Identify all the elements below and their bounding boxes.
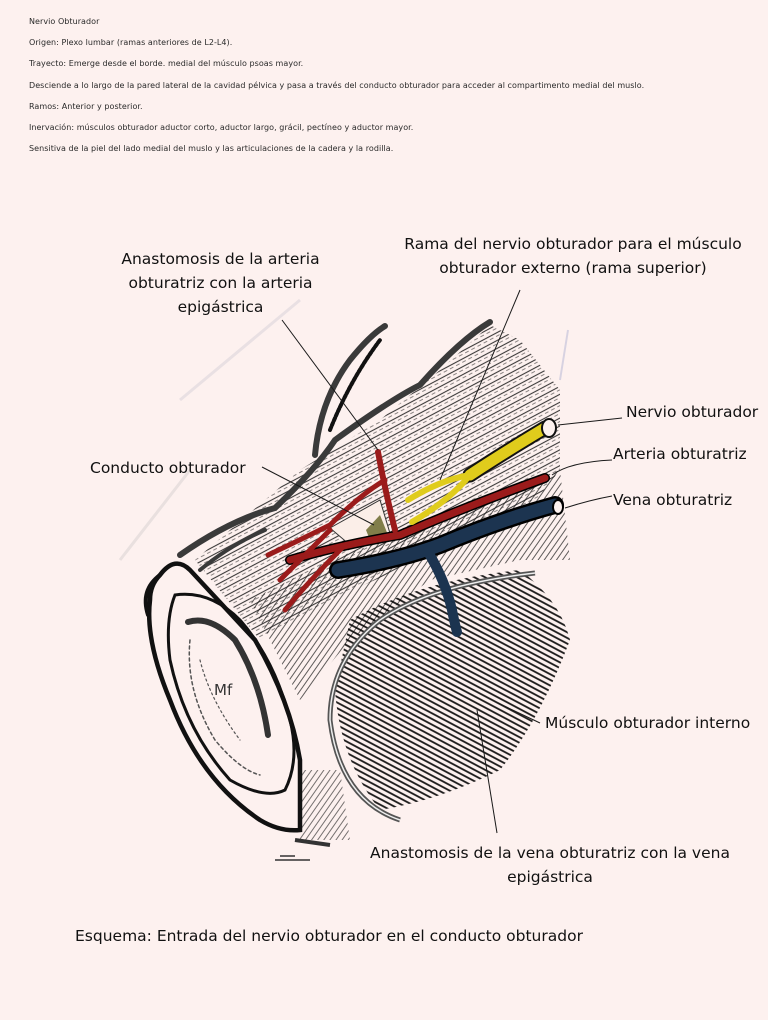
scale-mark	[275, 855, 310, 861]
figure-caption: Esquema: Entrada del nervio obturador en…	[75, 927, 583, 945]
pubic-outline	[177, 319, 493, 572]
obturator-artery	[265, 449, 550, 613]
note-sensitiva: Sensitiva de la piel del lado medial del…	[29, 144, 394, 153]
note-trayecto: Trayecto: Emerge desde el borde. medial …	[29, 59, 304, 68]
leader-musculo	[497, 702, 541, 724]
label-conducto: Conducto obturador	[90, 459, 246, 477]
note-desciende: Desciende a lo largo de la pared lateral…	[29, 81, 645, 90]
leader-conducto	[261, 466, 375, 526]
label-rama-nervio: Rama del nervio obturador para el múscul…	[398, 232, 748, 280]
leader-arteria	[551, 459, 613, 476]
femur-section	[143, 561, 303, 833]
leader-rama-nervio	[439, 289, 521, 481]
note-ramos: Ramos: Anterior y posterior.	[29, 102, 143, 111]
label-vena: Vena obturatriz	[613, 491, 733, 509]
label-musculo: Músculo obturador interno	[545, 714, 751, 732]
label-line: Rama del nervio obturador para el múscul…	[404, 235, 742, 253]
label-anastomosis-vena: Anastomosis de la vena obturatriz con la…	[355, 841, 745, 889]
leader-anastomosis-arteria	[281, 319, 379, 451]
faint-smudges	[118, 298, 569, 561]
label-line: Anastomosis de la vena obturatriz con la…	[370, 844, 730, 862]
leader-vena	[564, 495, 613, 509]
label-arteria: Arteria obturatriz	[613, 445, 747, 463]
leader-lines	[261, 289, 623, 834]
obturator-nerve	[405, 418, 557, 525]
leader-anastomosis-vena	[476, 709, 498, 834]
label-line: epigástrica	[507, 868, 593, 886]
label-nervio: Nervio obturador	[626, 403, 759, 421]
note-inervacion: Inervación: músculos obturador aductor c…	[29, 123, 414, 132]
note-origen: Origen: Plexo lumbar (ramas anteriores d…	[29, 38, 233, 47]
leader-nervio	[557, 417, 623, 426]
label-line: epigástrica	[177, 298, 264, 316]
obturator-vein	[329, 496, 564, 637]
femur-label: Mf	[214, 681, 233, 699]
label-line: obturador externo (rama superior)	[439, 259, 707, 277]
label-line: Anastomosis de la arteria	[121, 250, 320, 268]
note-title: Nervio Obturador	[29, 17, 100, 26]
label-line: obturatriz con la arteria	[128, 274, 313, 292]
lower-crosshatch	[294, 770, 350, 847]
label-anastomosis-arteria: Anastomosis de la arteria obturatriz con…	[98, 247, 343, 319]
